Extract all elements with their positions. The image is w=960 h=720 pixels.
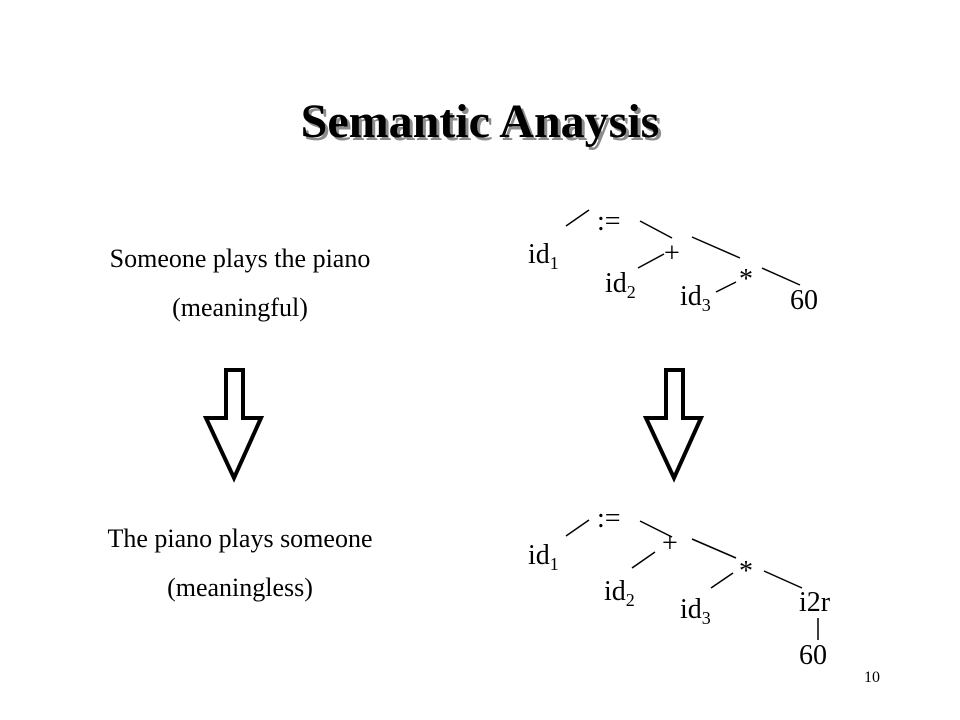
meaningful-note: (meaningful) [172, 293, 308, 322]
tree-top-edge-plus-id2 [637, 253, 665, 269]
tree-bottom-edge-plus-times [691, 538, 737, 559]
tree-top-id1: id1 [528, 239, 559, 273]
tree-bottom-times-op: * [739, 556, 753, 587]
tree-top-assign-op: := [597, 206, 621, 237]
tree-top-edge-assign-plus [639, 220, 673, 239]
meaningless-note: (meaningless) [167, 573, 313, 602]
tree-bottom-i2r-node: i2r [799, 587, 831, 618]
tree-top-edge-assign-id1 [565, 209, 590, 227]
slide-number: 10 [864, 669, 880, 686]
slide-title: Semantic Anaysis [300, 95, 660, 148]
tree-top-times-op: * [739, 264, 753, 295]
syntax-tree-top: := + * 60 id1 id2 id3 [528, 206, 818, 316]
tree-bottom-id2: id2 [604, 576, 635, 610]
tree-top-plus-op: + [664, 238, 680, 269]
meaningful-sentence: Someone plays the piano [109, 244, 371, 273]
tree-bottom-edge-times-i2r [763, 570, 803, 589]
tree-top-edge-times-id3 [715, 281, 737, 293]
tree-bottom-edge-assign-id1 [565, 519, 590, 537]
tree-top-id3: id3 [680, 281, 711, 315]
meaningless-sentence: The piano plays someone [107, 524, 373, 553]
tree-bottom-id3: id3 [680, 594, 711, 628]
tree-top-edge-plus-times [691, 236, 741, 259]
tree-top-number-60: 60 [790, 285, 818, 316]
tree-bottom-plus-op: + [662, 528, 678, 559]
tree-top-id2: id2 [605, 268, 636, 302]
tree-bottom-edge-assign-plus [639, 520, 673, 538]
tree-bottom-edge-times-id3 [710, 572, 734, 589]
tree-bottom-edge-plus-id2 [631, 551, 656, 569]
tree-bottom-id1: id1 [528, 540, 559, 574]
syntax-tree-bottom: := + * i2r 60 id1 id2 id3 [528, 503, 831, 671]
tree-top-edge-times-60 [761, 267, 801, 286]
right-down-arrow [642, 368, 705, 483]
tree-bottom-number-60: 60 [799, 640, 827, 671]
left-down-arrow [202, 368, 265, 483]
tree-bottom-assign-op: := [597, 503, 621, 534]
